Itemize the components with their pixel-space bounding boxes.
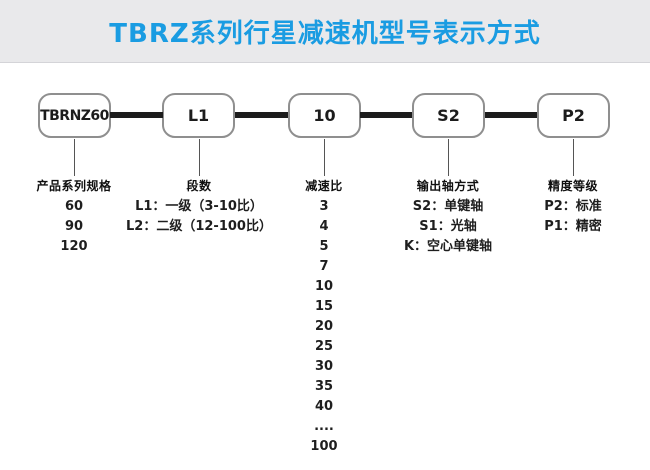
label-group-shaft: 输出轴方式 S2：单键轴 S1：光轴 K：空心单键轴 <box>363 177 533 257</box>
stem-line <box>199 139 200 176</box>
stem-line <box>324 139 325 176</box>
connector-line <box>235 112 288 118</box>
code-box-precision: P2 <box>537 93 610 138</box>
label-group-precision: 精度等级 P2：标准 P1：精密 <box>488 177 650 237</box>
stem-line <box>448 139 449 176</box>
option-item: 100 <box>310 439 338 454</box>
label-heading: 段数 <box>186 179 212 193</box>
code-box-series: TBRNZ60 <box>38 93 111 138</box>
code-box-stage: L1 <box>162 93 235 138</box>
option-item: S1：光轴 <box>419 219 477 234</box>
connector-line <box>110 112 163 118</box>
connector-line <box>485 112 537 118</box>
option-item: 20 <box>314 319 334 334</box>
option-list: 3 4 5 7 10 15 20 25 30 35 40.... 100 <box>239 197 409 457</box>
option-item: .... <box>314 419 334 434</box>
option-item: 3 <box>319 199 329 214</box>
option-item: 35 <box>314 379 334 394</box>
option-item: 60 <box>64 199 84 214</box>
option-list: L1：一级（3-10比） L2：二级（12-100比） <box>114 197 284 237</box>
option-item: S2：单键轴 <box>412 199 484 214</box>
option-item: 40 <box>314 399 334 414</box>
stem-line <box>573 139 574 176</box>
option-item: 90 <box>64 219 84 234</box>
option-list: P2：标准 P1：精密 <box>488 197 650 237</box>
connector-line <box>360 112 412 118</box>
label-group-series: 产品系列规格 60 90 120 <box>0 177 159 257</box>
label-heading: 产品系列规格 <box>36 179 112 193</box>
option-item: L1：一级（3-10比） <box>135 199 263 214</box>
label-heading: 精度等级 <box>547 179 598 193</box>
page-title: TBRZ系列行星减速机型号表示方式 <box>109 18 541 49</box>
option-item: 5 <box>319 239 329 254</box>
header-bar: TBRZ系列行星减速机型号表示方式 <box>0 0 650 63</box>
option-item: L2：二级（12-100比） <box>126 219 272 234</box>
label-group-stage: 段数 L1：一级（3-10比） L2：二级（12-100比） <box>114 177 284 237</box>
option-item: P1：精密 <box>544 219 602 234</box>
option-list: 60 90 120 <box>0 197 159 257</box>
option-item: 25 <box>314 339 334 354</box>
label-heading: 减速比 <box>305 179 343 193</box>
option-item: 15 <box>314 299 334 314</box>
option-item: 30 <box>314 359 334 374</box>
option-item: 4 <box>319 219 329 234</box>
code-box-shaft: S2 <box>412 93 485 138</box>
option-item: 10 <box>314 279 334 294</box>
option-item: P2：标准 <box>544 199 602 214</box>
option-item: K：空心单键轴 <box>403 239 493 254</box>
option-item: 7 <box>319 259 329 274</box>
stem-line <box>74 139 75 176</box>
option-item: 120 <box>60 239 88 254</box>
label-group-ratio: 减速比 3 4 5 7 10 15 20 25 30 35 40.... 100 <box>239 177 409 457</box>
option-list: S2：单键轴 S1：光轴 K：空心单键轴 <box>363 197 533 257</box>
label-heading: 输出轴方式 <box>416 179 480 193</box>
code-box-ratio: 10 <box>288 93 361 138</box>
